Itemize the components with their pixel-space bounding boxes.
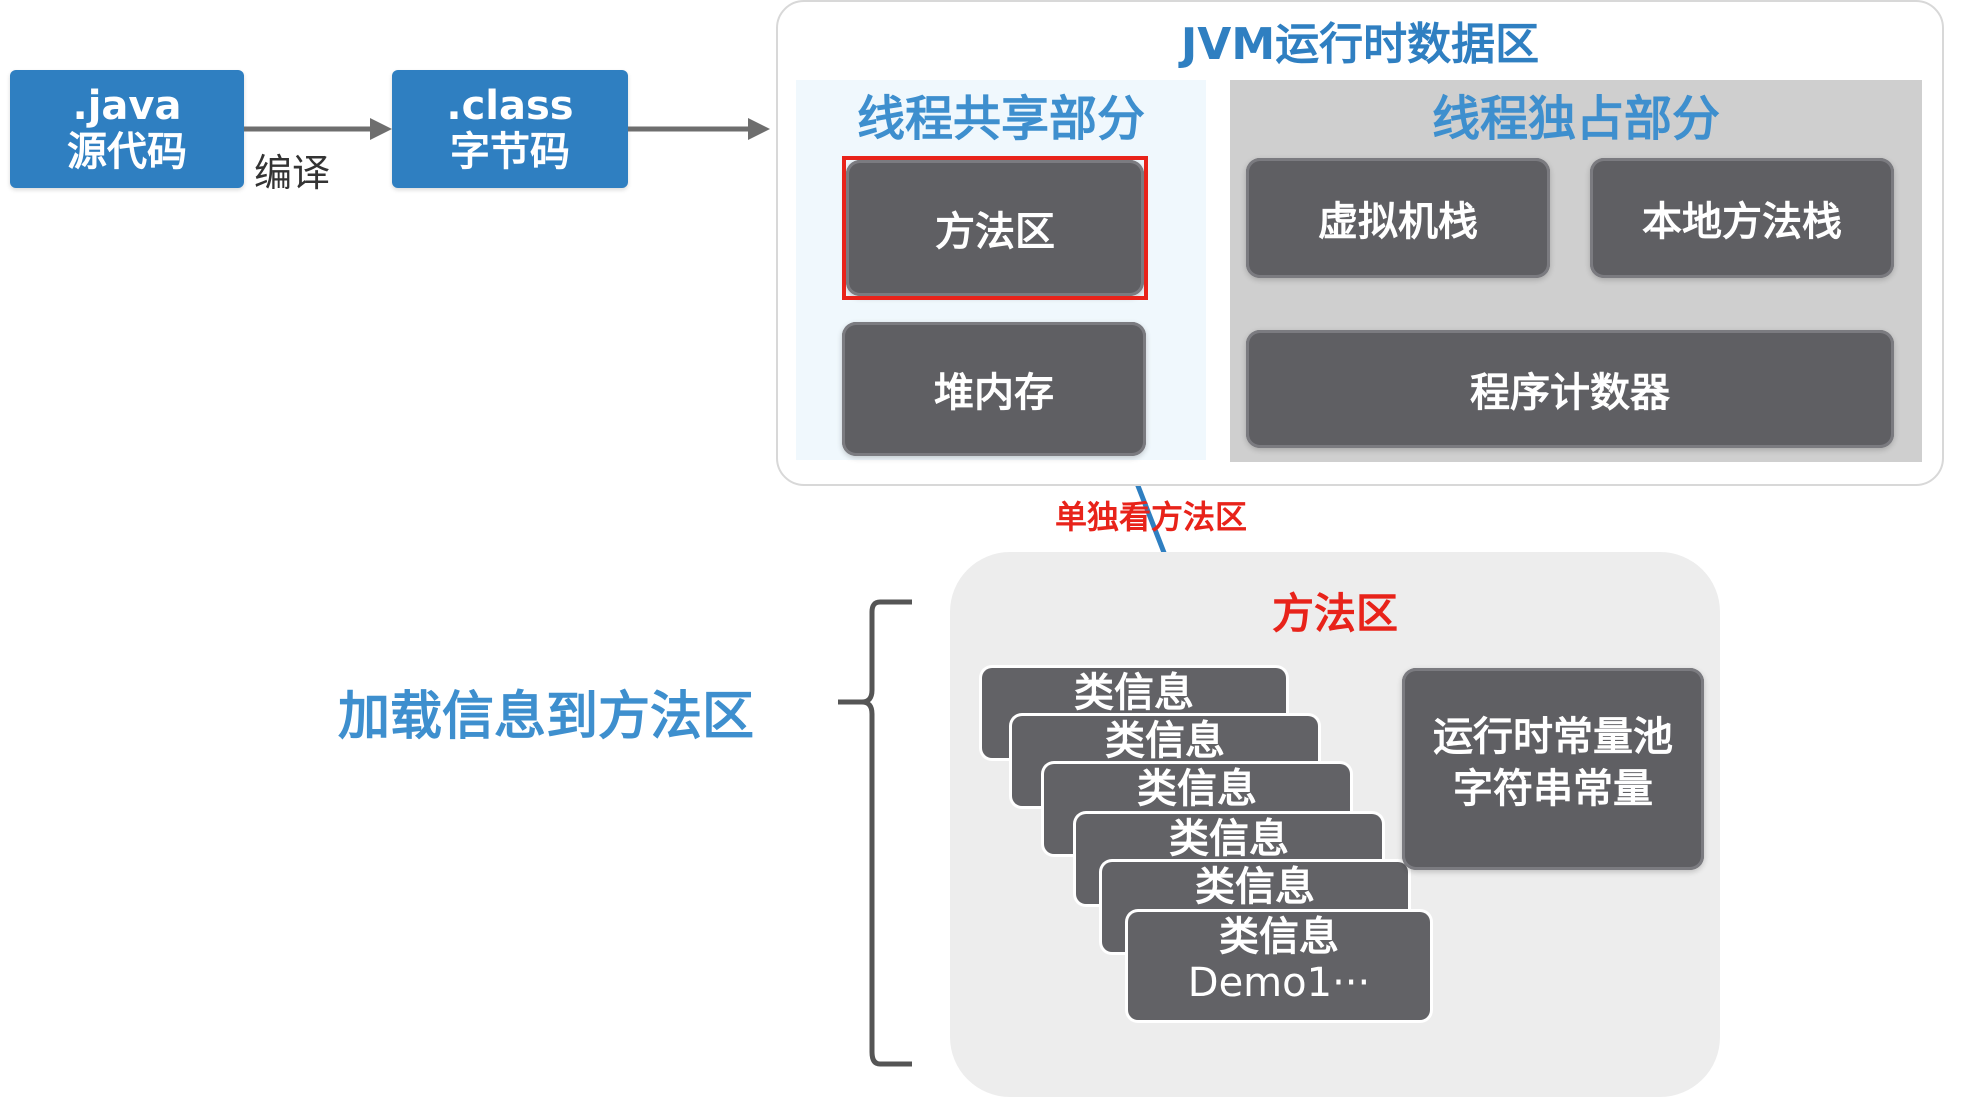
thread-exclusive-title: 线程独占部分: [1431, 91, 1720, 147]
runtime-constant-pool-label: 运行时常量池: [1433, 714, 1673, 760]
method-area-box: 方法区: [846, 160, 1144, 296]
curly-brace-icon: [838, 599, 912, 1067]
demo1-label: Demo1···: [1187, 960, 1371, 1006]
method-area-highlight: [842, 156, 1148, 300]
class-bytecode-box: .class 字节码: [392, 70, 628, 188]
class-ext-label: .class: [446, 83, 574, 129]
class-info-card-demo1: 类信息 Demo1···: [1128, 912, 1430, 1020]
compile-arrow: [244, 118, 392, 140]
runtime-constant-pool-box: 运行时常量池 字符串常量: [1402, 668, 1704, 870]
method-area-detail-title: 方法区: [1271, 588, 1398, 638]
class-info-label: 类信息: [1219, 914, 1339, 960]
native-stack-box: 本地方法栈: [1590, 158, 1894, 278]
vm-stack-box: 虚拟机栈: [1246, 158, 1550, 278]
zoom-method-area-label: 单独看方法区: [1054, 498, 1247, 536]
load-info-label: 加载信息到方法区: [338, 687, 755, 747]
heap-box: 堆内存: [842, 322, 1146, 456]
java-ext-label: .java: [72, 83, 182, 129]
program-counter-box: 程序计数器: [1246, 330, 1894, 448]
class-bytecode-label: 字节码: [450, 129, 570, 175]
load-arrow: [628, 118, 770, 140]
java-source-label: 源代码: [67, 129, 187, 175]
java-source-box: .java 源代码: [10, 70, 244, 188]
jvm-title: JVM运行时数据区: [1180, 19, 1540, 70]
thread-shared-title: 线程共享部分: [856, 91, 1145, 147]
compile-label: 编译: [254, 151, 331, 195]
string-constant-label: 字符串常量: [1453, 766, 1653, 812]
